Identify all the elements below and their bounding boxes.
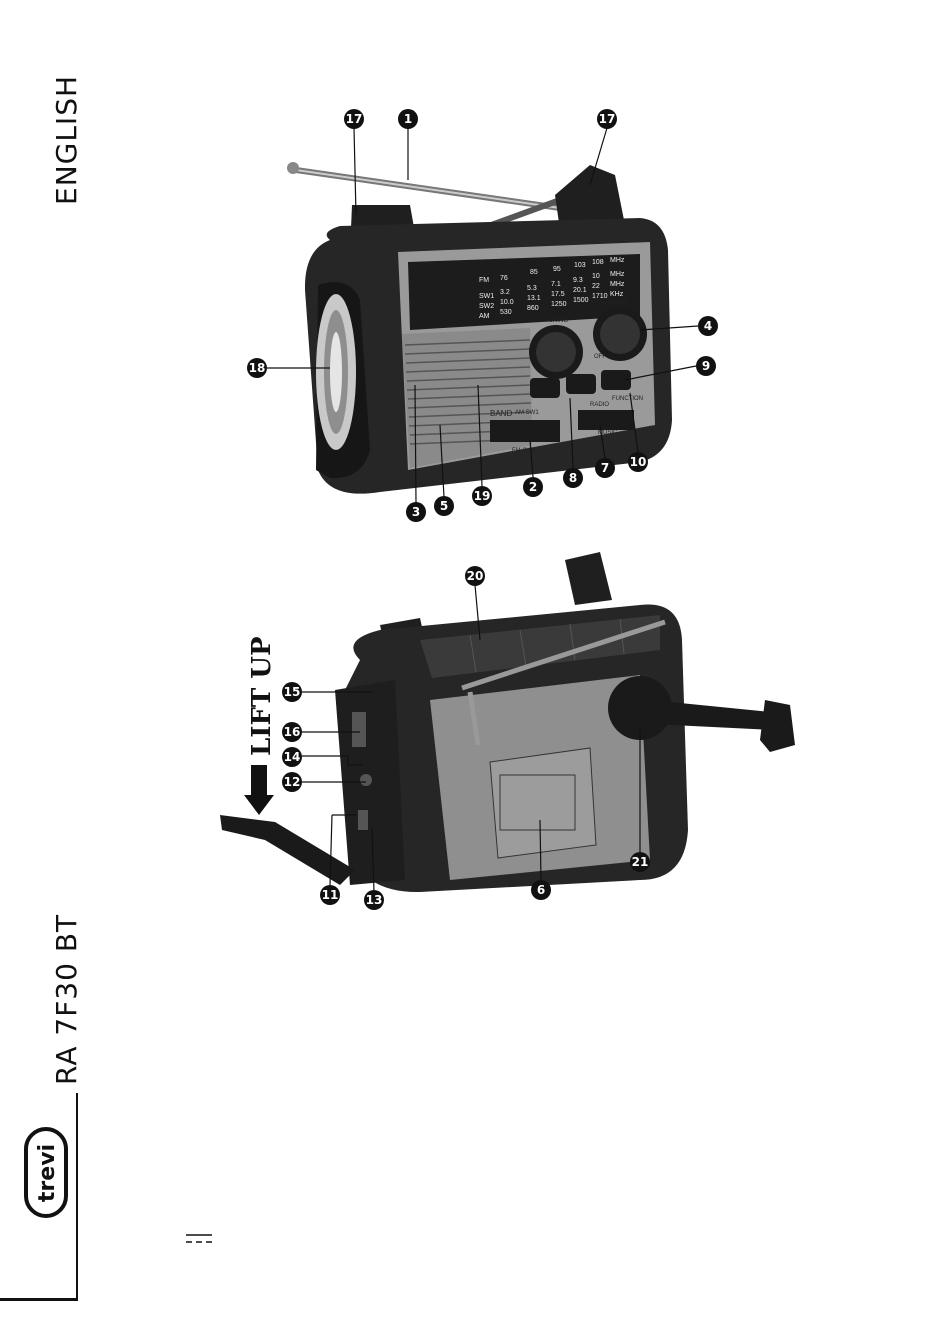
off-label: OFF xyxy=(594,354,606,360)
svg-text:12: 12 xyxy=(284,775,301,789)
callout-15: 15 xyxy=(282,682,302,702)
callout-17a: 17 xyxy=(344,109,364,129)
svg-text:530: 530 xyxy=(500,309,512,316)
volume-label: VOLUME xyxy=(603,300,628,306)
svg-text:17: 17 xyxy=(346,112,363,126)
callout-17b: 17 xyxy=(597,109,617,129)
svg-text:15: 15 xyxy=(284,685,301,699)
svg-text:108: 108 xyxy=(592,259,604,266)
tuning-label: TUNING xyxy=(545,318,568,324)
radio-label: RADIO xyxy=(590,402,609,408)
callout-13: 13 xyxy=(364,890,384,910)
callout-19: 19 xyxy=(472,486,492,506)
svg-text:MHz: MHz xyxy=(610,271,625,278)
svg-text:1250: 1250 xyxy=(551,301,567,308)
svg-text:9: 9 xyxy=(702,359,710,373)
band-label: BAND xyxy=(490,409,512,418)
callout-12: 12 xyxy=(282,772,302,792)
callout-14: 14 xyxy=(282,747,302,767)
svg-text:10.0: 10.0 xyxy=(500,299,514,306)
callout-9: 9 xyxy=(696,356,716,376)
rear-radio-illustration xyxy=(220,552,795,892)
callout-2: 2 xyxy=(523,477,543,497)
callout-11: 11 xyxy=(320,885,340,905)
svg-text:SW2: SW2 xyxy=(479,303,494,310)
svg-text:3.2: 3.2 xyxy=(500,289,510,296)
function-label: FUNCTION xyxy=(612,396,643,402)
svg-text:85: 85 xyxy=(530,269,538,276)
svg-text:103: 103 xyxy=(574,262,586,269)
svg-text:MHz: MHz xyxy=(610,257,625,264)
svg-text:1500: 1500 xyxy=(573,297,589,304)
svg-text:11: 11 xyxy=(322,888,339,902)
svg-text:860: 860 xyxy=(527,305,539,312)
svg-text:21: 21 xyxy=(632,855,649,869)
svg-text:14: 14 xyxy=(284,750,301,764)
callout-18: 18 xyxy=(247,358,267,378)
dc-symbol-icon xyxy=(185,1232,213,1246)
svg-text:95: 95 xyxy=(553,266,561,273)
lift-up-label: LIFT UP xyxy=(247,636,277,756)
svg-text:76: 76 xyxy=(500,275,508,282)
svg-text:8: 8 xyxy=(569,471,577,485)
svg-text:17.5: 17.5 xyxy=(551,291,565,298)
front-radio-illustration xyxy=(287,162,672,494)
callout-8: 8 xyxy=(563,468,583,488)
svg-text:20.1: 20.1 xyxy=(573,287,587,294)
callout-5: 5 xyxy=(434,496,454,516)
svg-text:2: 2 xyxy=(529,480,537,494)
callout-16: 16 xyxy=(282,722,302,742)
svg-text:6: 6 xyxy=(537,883,545,897)
callout-6: 6 xyxy=(531,880,551,900)
band-am-sw1-label: AM SW1 xyxy=(515,410,539,416)
callout-4: 4 xyxy=(698,316,718,336)
callout-20: 20 xyxy=(465,566,485,586)
svg-text:10: 10 xyxy=(630,455,647,469)
svg-text:17: 17 xyxy=(599,112,616,126)
svg-text:9.3: 9.3 xyxy=(573,277,583,284)
svg-text:KHz: KHz xyxy=(610,291,624,298)
callout-3: 3 xyxy=(406,502,426,522)
svg-text:5: 5 xyxy=(440,499,448,513)
svg-text:20: 20 xyxy=(467,569,484,583)
svg-text:18: 18 xyxy=(249,361,266,375)
svg-text:SW1: SW1 xyxy=(479,293,494,300)
svg-text:3: 3 xyxy=(412,505,420,519)
svg-text:13.1: 13.1 xyxy=(527,295,541,302)
svg-text:5.3: 5.3 xyxy=(527,285,537,292)
svg-text:19: 19 xyxy=(474,489,491,503)
callout-21: 21 xyxy=(630,852,650,872)
svg-text:7: 7 xyxy=(601,461,609,475)
callout-7: 7 xyxy=(595,458,615,478)
lift-up-arrow xyxy=(244,765,274,815)
svg-text:10: 10 xyxy=(592,273,600,280)
svg-text:1: 1 xyxy=(404,112,412,126)
svg-text:16: 16 xyxy=(284,725,301,739)
svg-text:7.1: 7.1 xyxy=(551,281,561,288)
band-fm-sw2-label: FM SW2 xyxy=(512,448,536,454)
svg-text:4: 4 xyxy=(704,319,712,333)
svg-text:22: 22 xyxy=(592,283,600,290)
svg-text:MHz: MHz xyxy=(610,281,625,288)
svg-text:AM: AM xyxy=(479,313,490,320)
svg-text:1710: 1710 xyxy=(592,293,608,300)
callout-10: 10 xyxy=(628,452,648,472)
svg-text:13: 13 xyxy=(366,893,383,907)
callout-1: 1 xyxy=(398,109,418,129)
svg-text:FM: FM xyxy=(479,277,489,284)
